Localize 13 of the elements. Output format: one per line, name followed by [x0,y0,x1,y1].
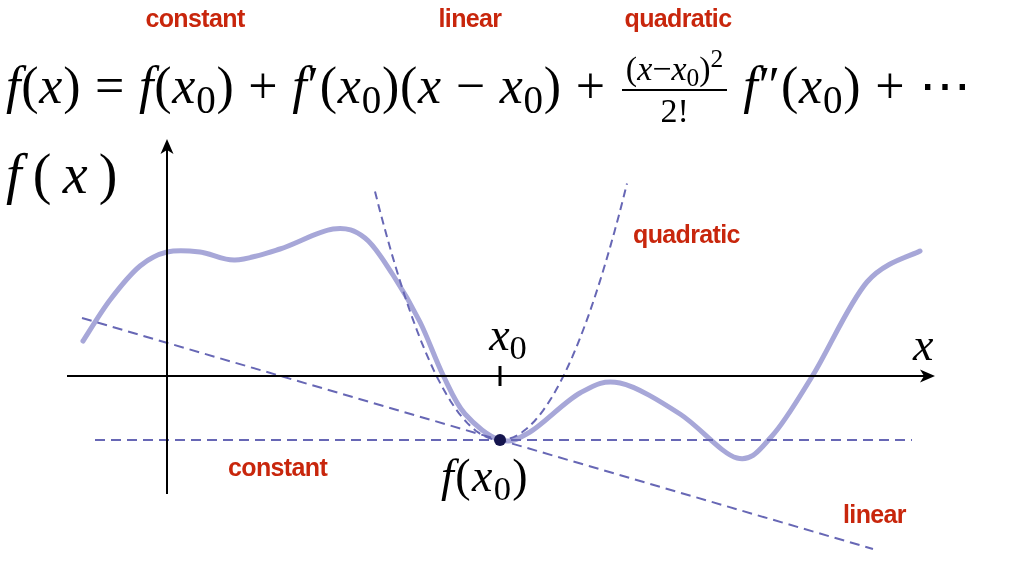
fraction-numerator: (x−x$_{0}$)$^{2}$ [624,52,725,86]
curve-label: quadratic [633,222,740,247]
formula-term: f″(x$_{0}$) + ⋯ [743,60,972,112]
fraction-denominator: 2! [660,94,689,128]
value-label: f(x$_{0}$) [441,453,530,499]
curve-label: constant [228,455,328,480]
term-label: linear [438,6,502,31]
formula-term: f(x) = f(x$_{0}$) + f′(x$_{0}$)(x − x$_{0}$) + [6,60,606,112]
point-label: x$_{0}$ [489,312,527,358]
term-label: quadratic [624,6,732,31]
axis-label: x [913,322,934,368]
term-label: constant [145,6,245,31]
curve-label: linear [843,502,906,527]
